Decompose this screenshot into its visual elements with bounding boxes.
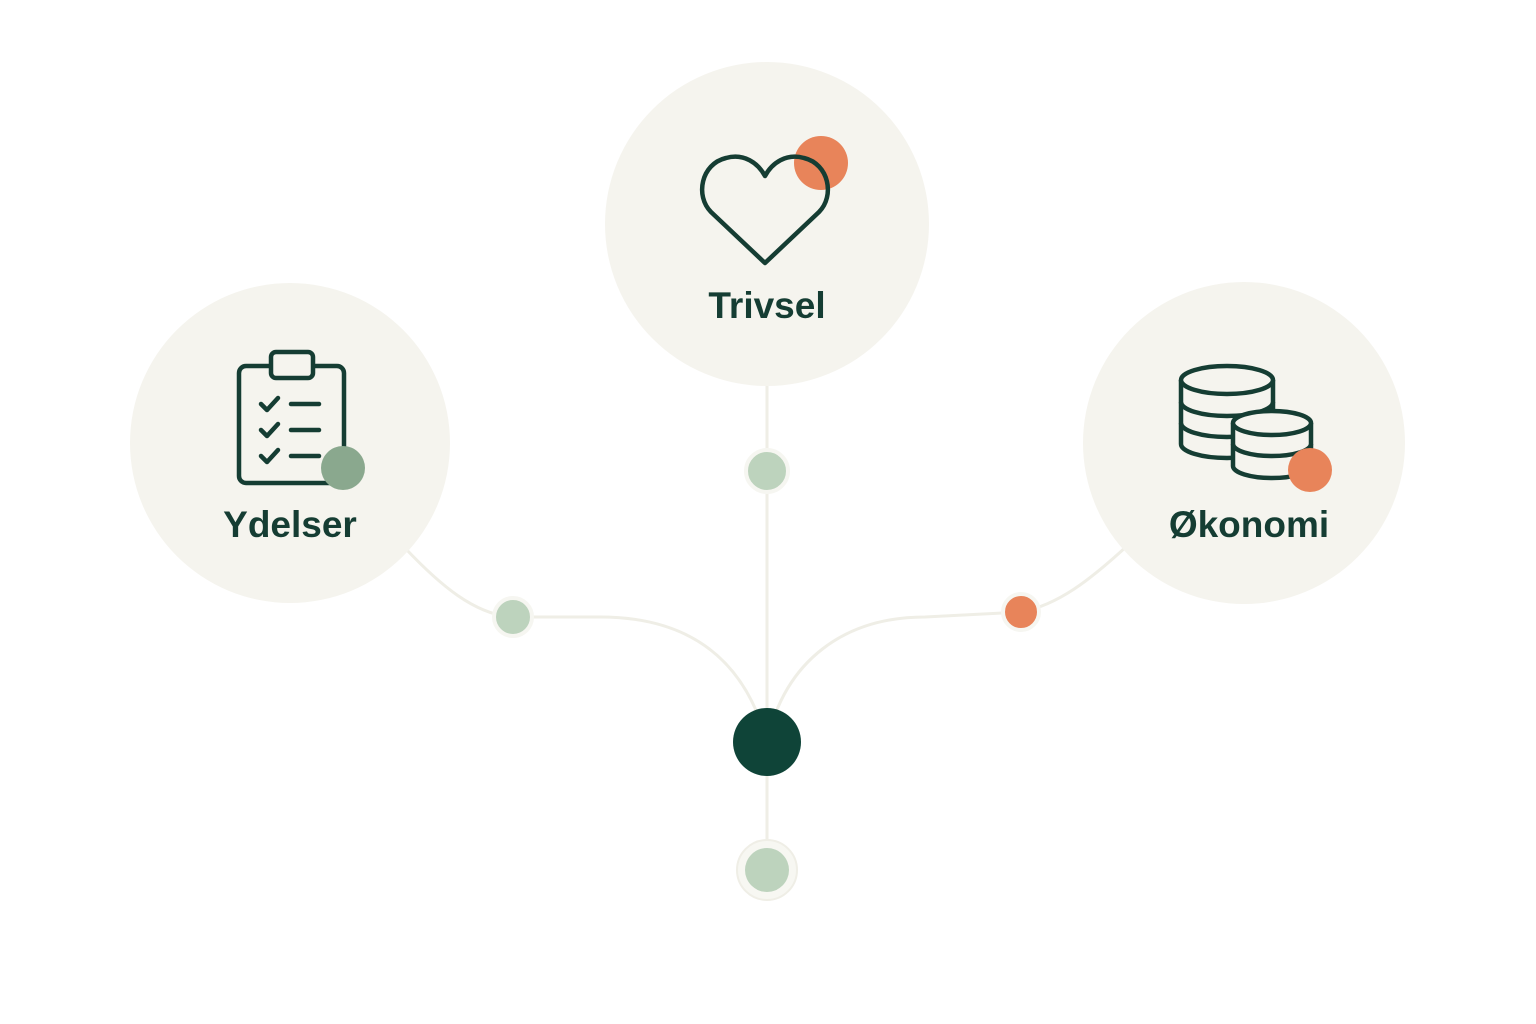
node-okonomi[interactable]: Økonomi bbox=[1083, 282, 1405, 604]
junction-trivsel bbox=[744, 448, 790, 494]
heart-icon bbox=[699, 154, 831, 266]
node-okonomi-label: Økonomi bbox=[1169, 504, 1329, 545]
ydelser-badge-dot bbox=[321, 446, 365, 490]
node-ydelser[interactable]: Ydelser bbox=[130, 283, 450, 603]
trivsel-badge-dot bbox=[794, 136, 848, 190]
junction-ydelser bbox=[492, 596, 534, 638]
node-ydelser-circle bbox=[130, 283, 450, 603]
hub-node[interactable] bbox=[733, 708, 801, 776]
clipboard-checklist-icon bbox=[236, 349, 347, 486]
node-trivsel-label: Trivsel bbox=[708, 285, 825, 326]
node-trivsel[interactable]: Trivsel bbox=[605, 62, 929, 386]
node-trivsel-circle bbox=[605, 62, 929, 386]
connector-okonomi bbox=[765, 544, 1129, 744]
node-ydelser-label: Ydelser bbox=[223, 504, 357, 545]
junction-okonomi bbox=[1001, 592, 1041, 632]
connector-ydelser bbox=[403, 546, 769, 744]
okonomi-badge-dot bbox=[1288, 448, 1332, 492]
junction-hub-below bbox=[745, 848, 789, 892]
junctions bbox=[492, 448, 1041, 901]
